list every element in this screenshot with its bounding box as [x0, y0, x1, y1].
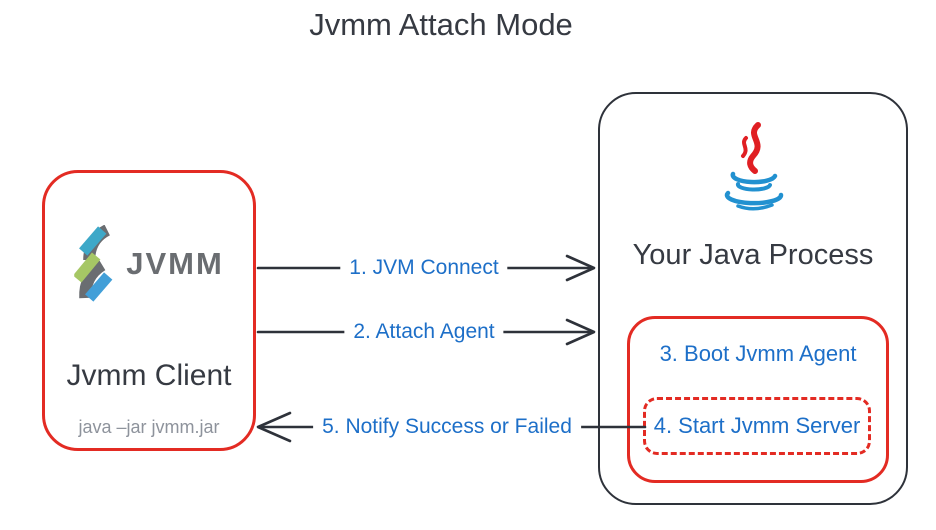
- client-command-text: java –jar jvmm.jar: [78, 417, 220, 437]
- server-box: 4. Start Jvmm Server: [643, 397, 871, 455]
- jvmm-helix-icon: [74, 225, 113, 302]
- client-box: JVMM Jvmm Client java –jar jvmm.jar: [42, 170, 256, 451]
- arrow-2-head: [565, 318, 596, 346]
- client-box-title: Jvmm Client: [66, 359, 232, 392]
- process-box: Your Java Process 3. Boot Jvmm Agent 4. …: [598, 92, 908, 505]
- step4-label: 4. Start Jvmm Server: [653, 413, 861, 438]
- arrow-label-jvm-connect: 1. JVM Connect: [340, 256, 508, 280]
- jvmm-logo-text: JVMM: [126, 246, 224, 281]
- arrow-label-attach-agent: 2. Attach Agent: [344, 320, 504, 344]
- process-box-title: Your Java Process: [632, 239, 874, 271]
- arrow-1-head: [565, 254, 596, 282]
- arrow-label-notify-result: 5. Notify Success or Failed: [313, 415, 581, 439]
- java-cup-icon: [724, 122, 784, 211]
- page-title: Jvmm Attach Mode: [309, 7, 573, 42]
- jvmm-logo: JVMM: [74, 225, 224, 303]
- agent-box: 3. Boot Jvmm Agent 4. Start Jvmm Server: [627, 316, 889, 483]
- arrow-5-head: [256, 411, 292, 443]
- step3-label: 3. Boot Jvmm Agent: [659, 341, 857, 366]
